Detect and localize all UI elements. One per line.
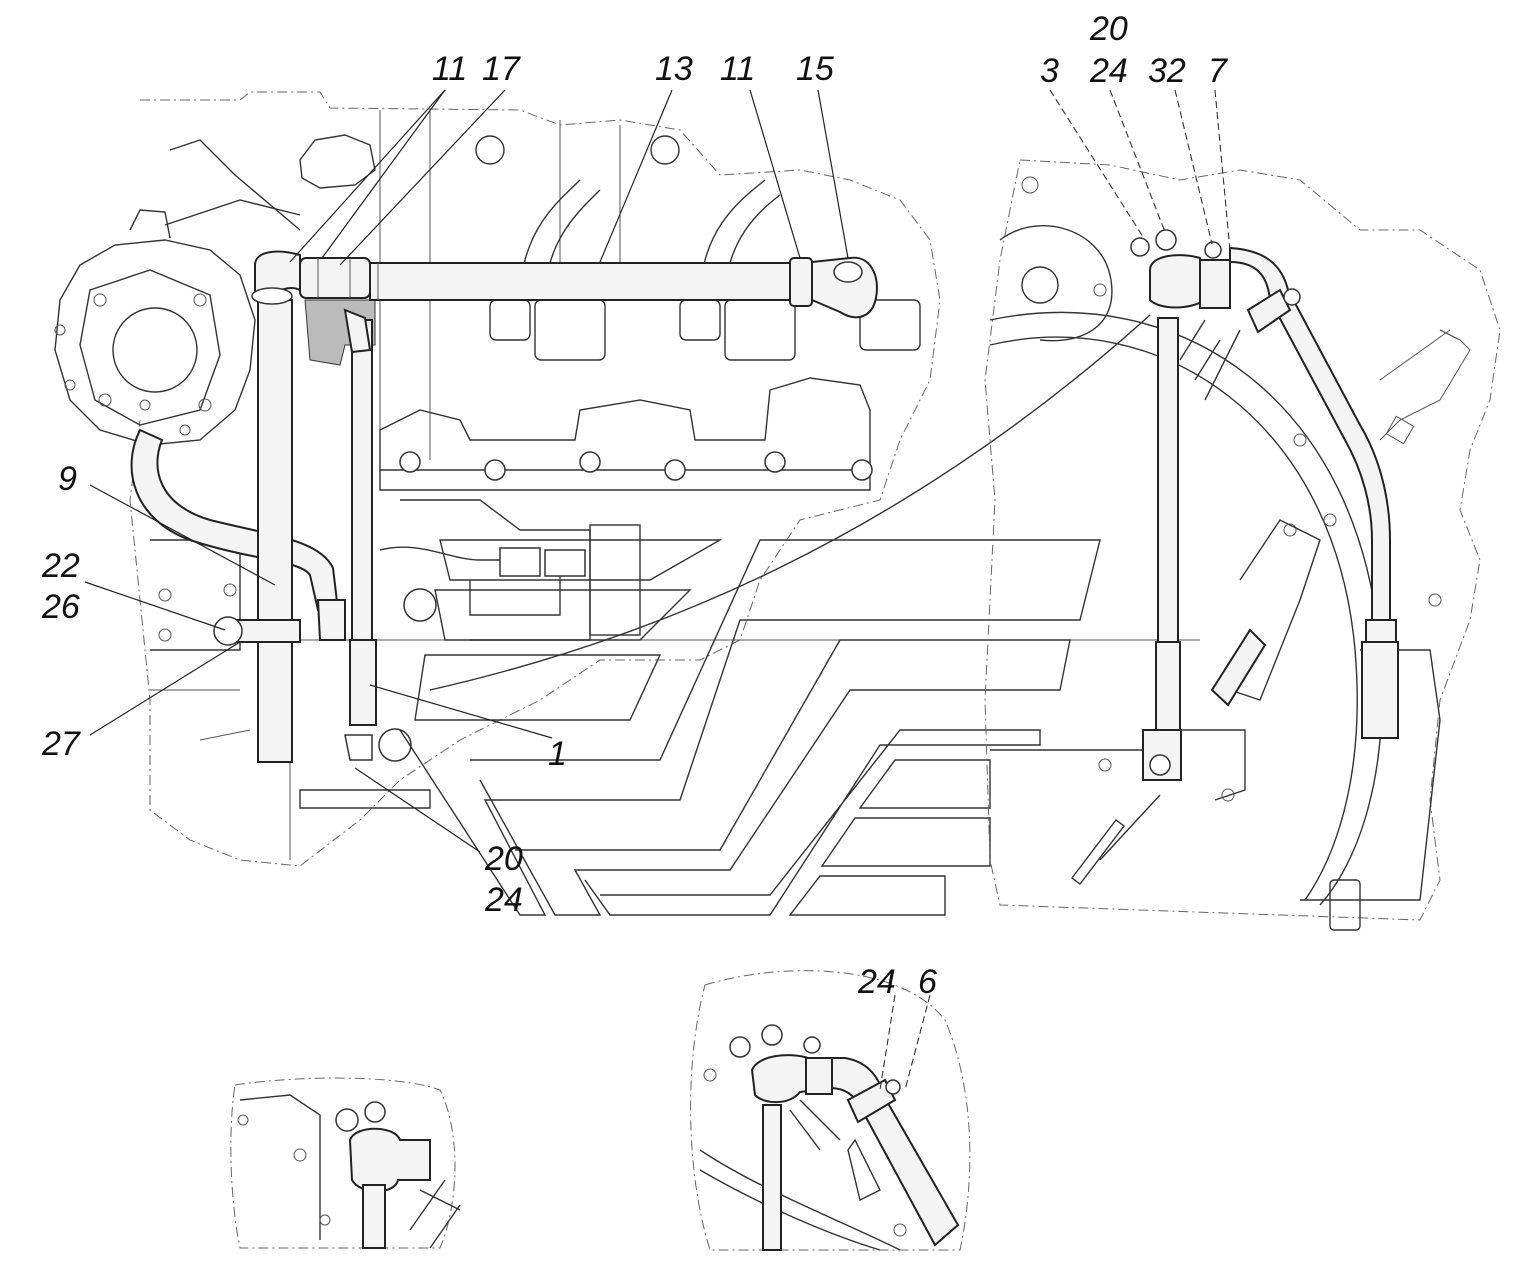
exhaust-manifold: [379, 377, 871, 471]
callout-11-right: 11: [720, 50, 755, 88]
turbocharger-flange: [79, 269, 221, 426]
callout-24-top: 24: [1089, 52, 1128, 90]
callout-7: 7: [1208, 52, 1228, 90]
callout-15: 15: [796, 50, 834, 88]
callout-9: 9: [58, 460, 77, 498]
callout-20-top: 20: [1089, 10, 1128, 48]
callout-3: 3: [1040, 52, 1059, 90]
callout-6-detail: 6: [918, 963, 937, 1001]
clamp-11-right: [789, 257, 813, 307]
pipe-9: [130, 428, 340, 611]
callout-13: 13: [655, 50, 693, 88]
detail-b-fitting: [750, 1054, 960, 1247]
flywheel-housing-view: [984, 159, 1501, 931]
callout-1: 1: [548, 735, 567, 773]
callout-24-detail: 24: [857, 963, 896, 1001]
callout-32: 32: [1148, 52, 1186, 90]
oil-filler-cap: [299, 134, 376, 189]
callout-22: 22: [41, 547, 80, 585]
coupling-17: [299, 257, 371, 299]
flywheel-ring-outer: [989, 311, 1383, 906]
pipe-1: [351, 319, 373, 641]
detail-a-fitting: [348, 1127, 431, 1193]
callout-24-bottom: 24: [484, 881, 523, 919]
turbo-outlet: [112, 307, 198, 393]
detail-view-left: [230, 1077, 461, 1249]
vertical-pipe-right: [1157, 317, 1179, 643]
callout-20-bottom: 20: [484, 840, 523, 878]
callout-27: 27: [41, 725, 81, 763]
turbocharger-housing: [54, 239, 256, 446]
callout-17: 17: [482, 50, 521, 88]
leader-lines: [84, 89, 1231, 1091]
pipe-13: [369, 262, 791, 301]
fitting-3: [1149, 254, 1207, 309]
callout-labels: 11 17 13 11 15 20 3 24 32 7 9 22 26 27 1…: [41, 10, 1228, 1001]
clamp-32: [1199, 259, 1231, 309]
phantom-panels: [399, 314, 1151, 916]
detail-view-right: [690, 970, 971, 1251]
callout-11-left: 11: [432, 50, 467, 88]
flywheel-outline: [984, 159, 1501, 921]
engine-block-outline: [129, 91, 941, 867]
clamp-7: [1365, 619, 1397, 643]
engine-left-view: [54, 91, 1200, 916]
callout-26: 26: [41, 588, 80, 626]
vertical-pipe-left: [257, 299, 293, 763]
